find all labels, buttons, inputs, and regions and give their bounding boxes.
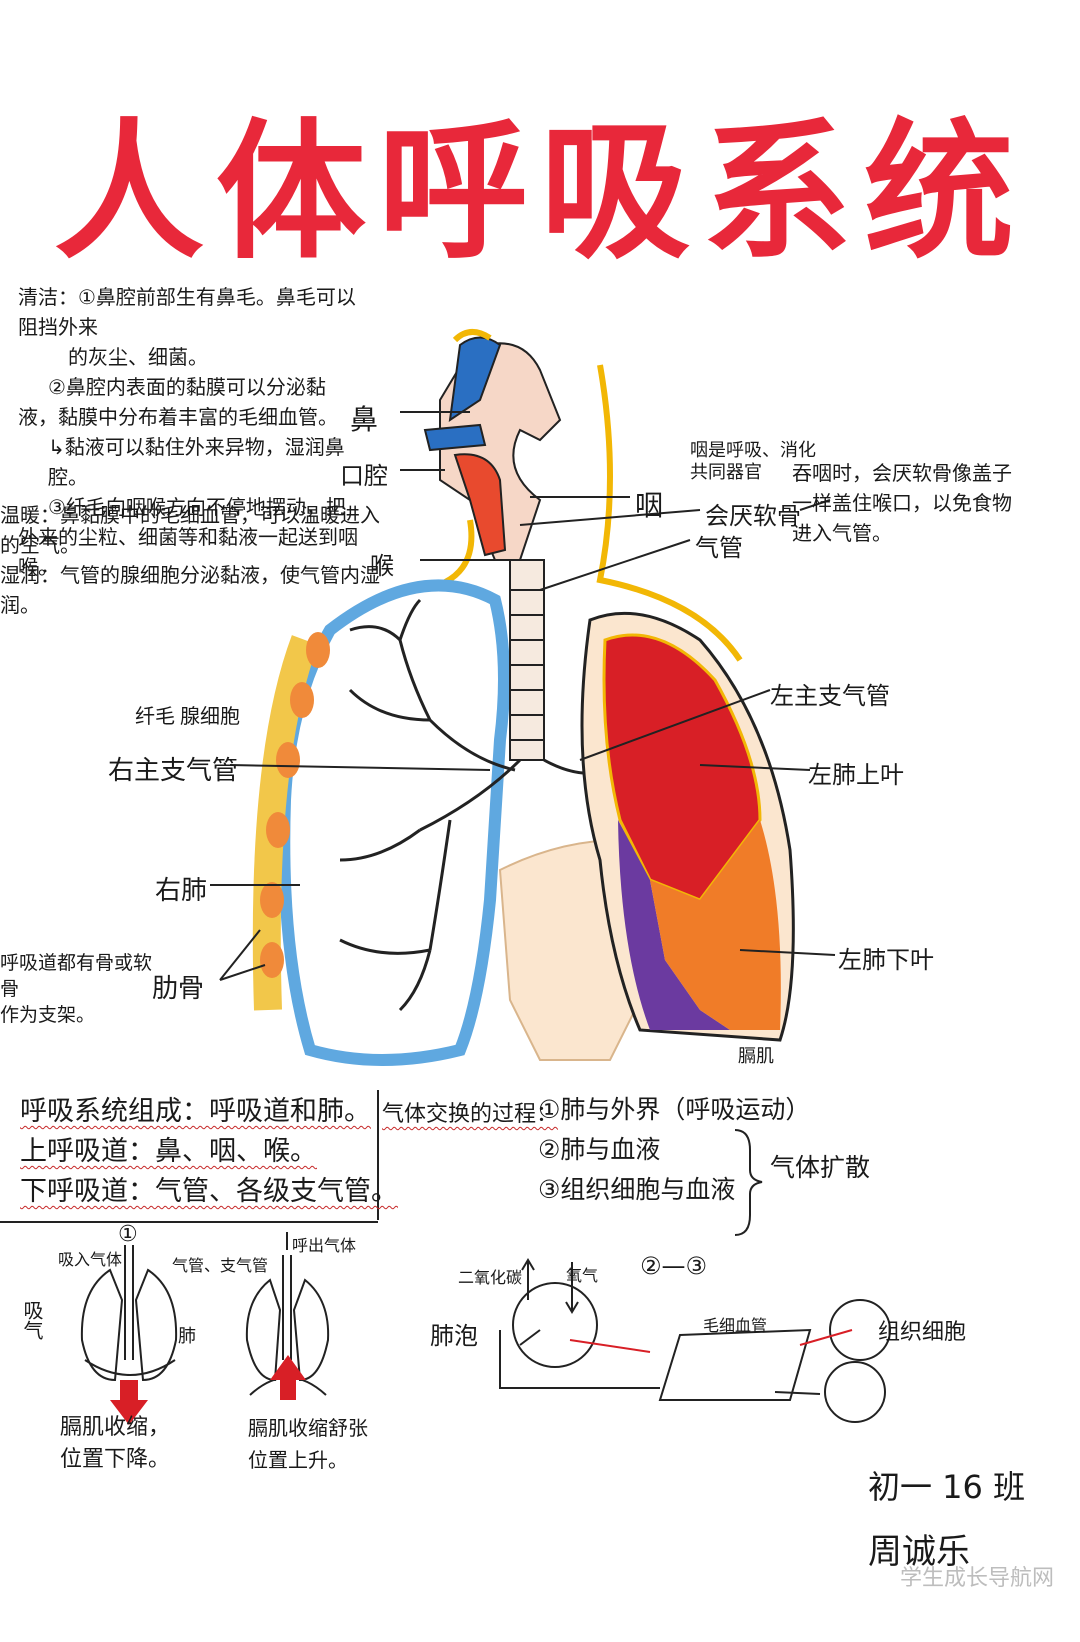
label-capillary: 毛细血管 xyxy=(703,1316,768,1335)
exhale-arrow xyxy=(270,1355,306,1400)
exchange-arrow-1 xyxy=(569,1339,651,1353)
label-inhale: 吸气 xyxy=(20,1300,44,1340)
label-right-bronchus: 右主支气管 xyxy=(108,756,239,786)
rib-5 xyxy=(260,882,284,918)
label-inhale-gas: 吸入气体 xyxy=(58,1250,123,1269)
note-clean-2c: ↳黏液可以黏住外来异物，湿润鼻腔。 xyxy=(48,435,345,489)
exchange-step3: ③组织细胞与血液 xyxy=(538,1175,736,1204)
note-clean-2: ②鼻腔内表面的黏膜可以分泌黏 xyxy=(48,375,326,399)
exhale-caption-1: 膈肌收缩舒张 xyxy=(248,1416,368,1440)
label-nose: 鼻 xyxy=(350,403,379,436)
support-1: 呼吸道都有骨或软骨 xyxy=(0,952,153,1000)
label-rib: 肋骨 xyxy=(152,974,205,1004)
exchange-step1: ①肺与外界（呼吸运动） xyxy=(538,1095,811,1124)
note-warm: 温暖：鼻黏膜中的毛细血管，可以温暖进入的空气。 xyxy=(0,503,380,557)
signature-class: 初一 16 班 xyxy=(868,1468,1026,1506)
rib-2 xyxy=(290,682,314,718)
left-lung-lower xyxy=(650,820,781,1030)
label-right-lung: 右肺 xyxy=(155,876,208,906)
exchange-marker: ②—③ xyxy=(640,1252,708,1280)
label-pharynx: 咽 xyxy=(635,489,664,522)
trachea-tube xyxy=(509,559,545,761)
label-lung-small: 肺 xyxy=(178,1326,196,1347)
mouth-blue xyxy=(423,423,487,452)
leader-lines xyxy=(210,411,836,981)
throat-shared-2: 共同器官 xyxy=(690,462,762,483)
left-lung-purple xyxy=(618,820,730,1030)
label-cilia: 纤毛 xyxy=(135,704,175,728)
label-tissue: 组织细胞 xyxy=(878,1320,967,1345)
throat-shared-1: 咽是呼吸、消化 xyxy=(690,440,816,461)
inhale-caption-2: 位置下降。 xyxy=(60,1447,171,1472)
summary-composition: 呼吸系统组成：呼吸道和肺。 xyxy=(20,1096,371,1127)
summary-lower: 下呼吸道：气管、各级支气管。 xyxy=(20,1176,398,1207)
label-epiglottis: 会厌软骨 xyxy=(705,502,801,530)
rib-4 xyxy=(266,812,290,848)
epi-note-1: 吞咽时，会厌软骨像盖子 xyxy=(792,461,1012,485)
note-moist: 湿润：气管的腺细胞分泌黏液，使气管内湿润。 xyxy=(0,563,380,617)
label-left-lower: 左肺下叶 xyxy=(838,946,934,974)
exchange-step2: ②肺与血液 xyxy=(538,1135,661,1164)
breathing-marker: ① xyxy=(118,1222,138,1247)
label-trachea: 气管 xyxy=(695,534,743,562)
exchange-arrow-2 xyxy=(799,1329,853,1346)
label-left-upper: 左肺上叶 xyxy=(808,761,904,789)
label-diaphragm: 膈肌 xyxy=(738,1046,774,1067)
label-exhale-gas: 呼出气体 xyxy=(292,1236,357,1255)
epi-note-3: 进入气管。 xyxy=(792,521,892,545)
note-clean-3: ③纤毛向咽喉方向不停地摆动，把 xyxy=(48,495,346,519)
summary-upper: 上呼吸道：鼻、咽、喉。 xyxy=(20,1136,317,1167)
label-airway: 气管、支气管 xyxy=(172,1256,269,1275)
rib-6 xyxy=(260,942,284,978)
tongue-red xyxy=(453,453,507,557)
left-lung-upper xyxy=(602,633,762,902)
rib-1 xyxy=(306,632,330,668)
note-clean-3c: 喉。 xyxy=(18,555,58,579)
note-clean-2b: 液，黏膜中分布着丰富的毛细血管。 xyxy=(18,405,338,429)
watermark: 学生成长导航网 xyxy=(900,1566,1055,1591)
note-clean-3b: 外来的尘粒、细菌等和黏液一起送到咽 xyxy=(18,525,358,549)
inhale-diagram xyxy=(80,1245,178,1382)
support-2: 作为支架。 xyxy=(0,1004,96,1026)
note-clean-1b: 的灰尘、细菌。 xyxy=(68,345,208,369)
label-o2: 氧气 xyxy=(566,1266,599,1285)
nerve-right xyxy=(596,364,743,662)
inhale-caption-1: 膈肌收缩， xyxy=(60,1415,171,1440)
exchange-diagram xyxy=(499,1258,891,1423)
inhale-arrow xyxy=(110,1380,148,1425)
page-title: 人体呼吸系统 xyxy=(53,106,1026,280)
bronchial-tree xyxy=(339,598,611,1012)
epi-note-2: 一样盖住喉口，以免食物 xyxy=(792,491,1012,515)
note-clean-1: 清洁：①鼻腔前部生有鼻毛。鼻毛可以阻挡外来 xyxy=(18,285,356,339)
signature-name: 周诚乐 xyxy=(868,1532,970,1572)
label-gland-cell: 腺细胞 xyxy=(180,704,240,728)
rib-3 xyxy=(276,742,300,778)
label-left-bronchus: 左主支气管 xyxy=(770,682,890,710)
label-co2: 二氧化碳 xyxy=(458,1268,523,1287)
label-larynx: 喉 xyxy=(370,552,394,580)
nose-yellow xyxy=(452,329,492,343)
label-diffusion: 气体扩散 xyxy=(770,1153,871,1182)
exhale-caption-2: 位置上升。 xyxy=(248,1448,348,1472)
exchange-title: 气体交换的过程： xyxy=(382,1102,559,1127)
brace xyxy=(734,1129,763,1236)
label-alveolus: 肺泡 xyxy=(430,1322,478,1350)
label-mouth: 口腔 xyxy=(340,462,388,490)
label-throat-shared: 咽是呼吸、消化 共同器官 xyxy=(690,440,816,484)
